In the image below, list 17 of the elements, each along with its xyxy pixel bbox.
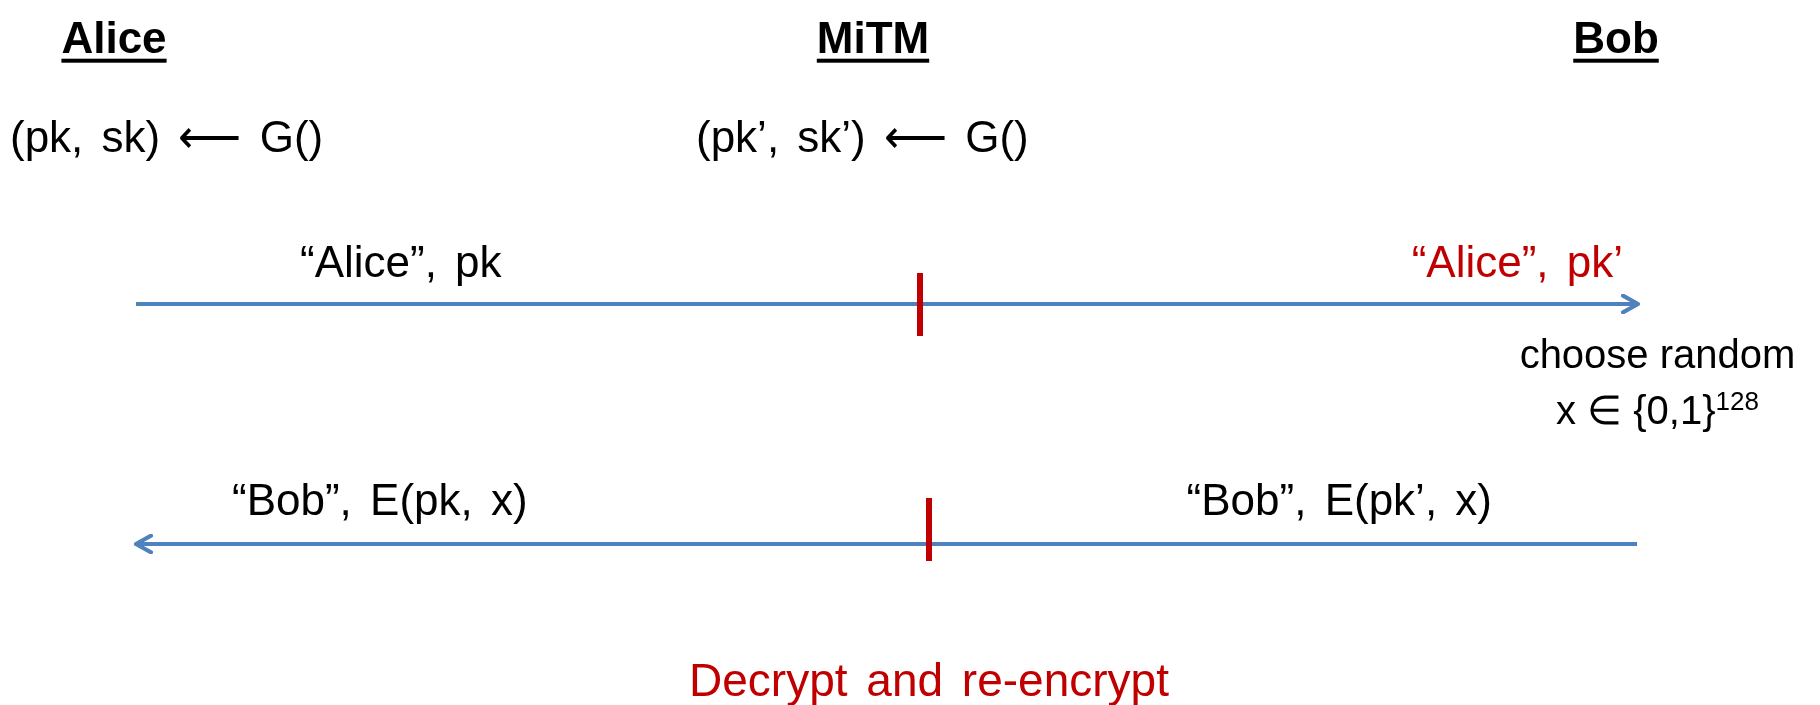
connector-line	[136, 302, 917, 306]
connector-line	[932, 542, 1637, 546]
note-text: Decrypt and re-encrypt	[689, 653, 1169, 705]
arrow	[923, 293, 1641, 315]
participant-heading: Alice	[61, 12, 167, 64]
edge-label: “Alice”, pk’	[1411, 236, 1623, 288]
edge-label: “Bob”, E(pk’, x)	[1186, 474, 1492, 526]
arrow	[133, 533, 926, 555]
participant-heading: Bob	[1573, 12, 1659, 64]
participant-heading: MiTM	[816, 12, 930, 64]
key-generation-formula: (pk, sk) ⟵ G()	[10, 111, 324, 163]
tick-mark	[917, 273, 923, 336]
edge-label: “Bob”, E(pk, x)	[232, 474, 528, 526]
key-generation-formula: (pk’, sk’) ⟵ G()	[696, 111, 1029, 163]
note-text: choose random x ∈ {0,1}$^{128}$	[1518, 331, 1797, 434]
tick-mark	[926, 498, 932, 561]
edge-label: “Alice”, pk	[300, 236, 502, 288]
